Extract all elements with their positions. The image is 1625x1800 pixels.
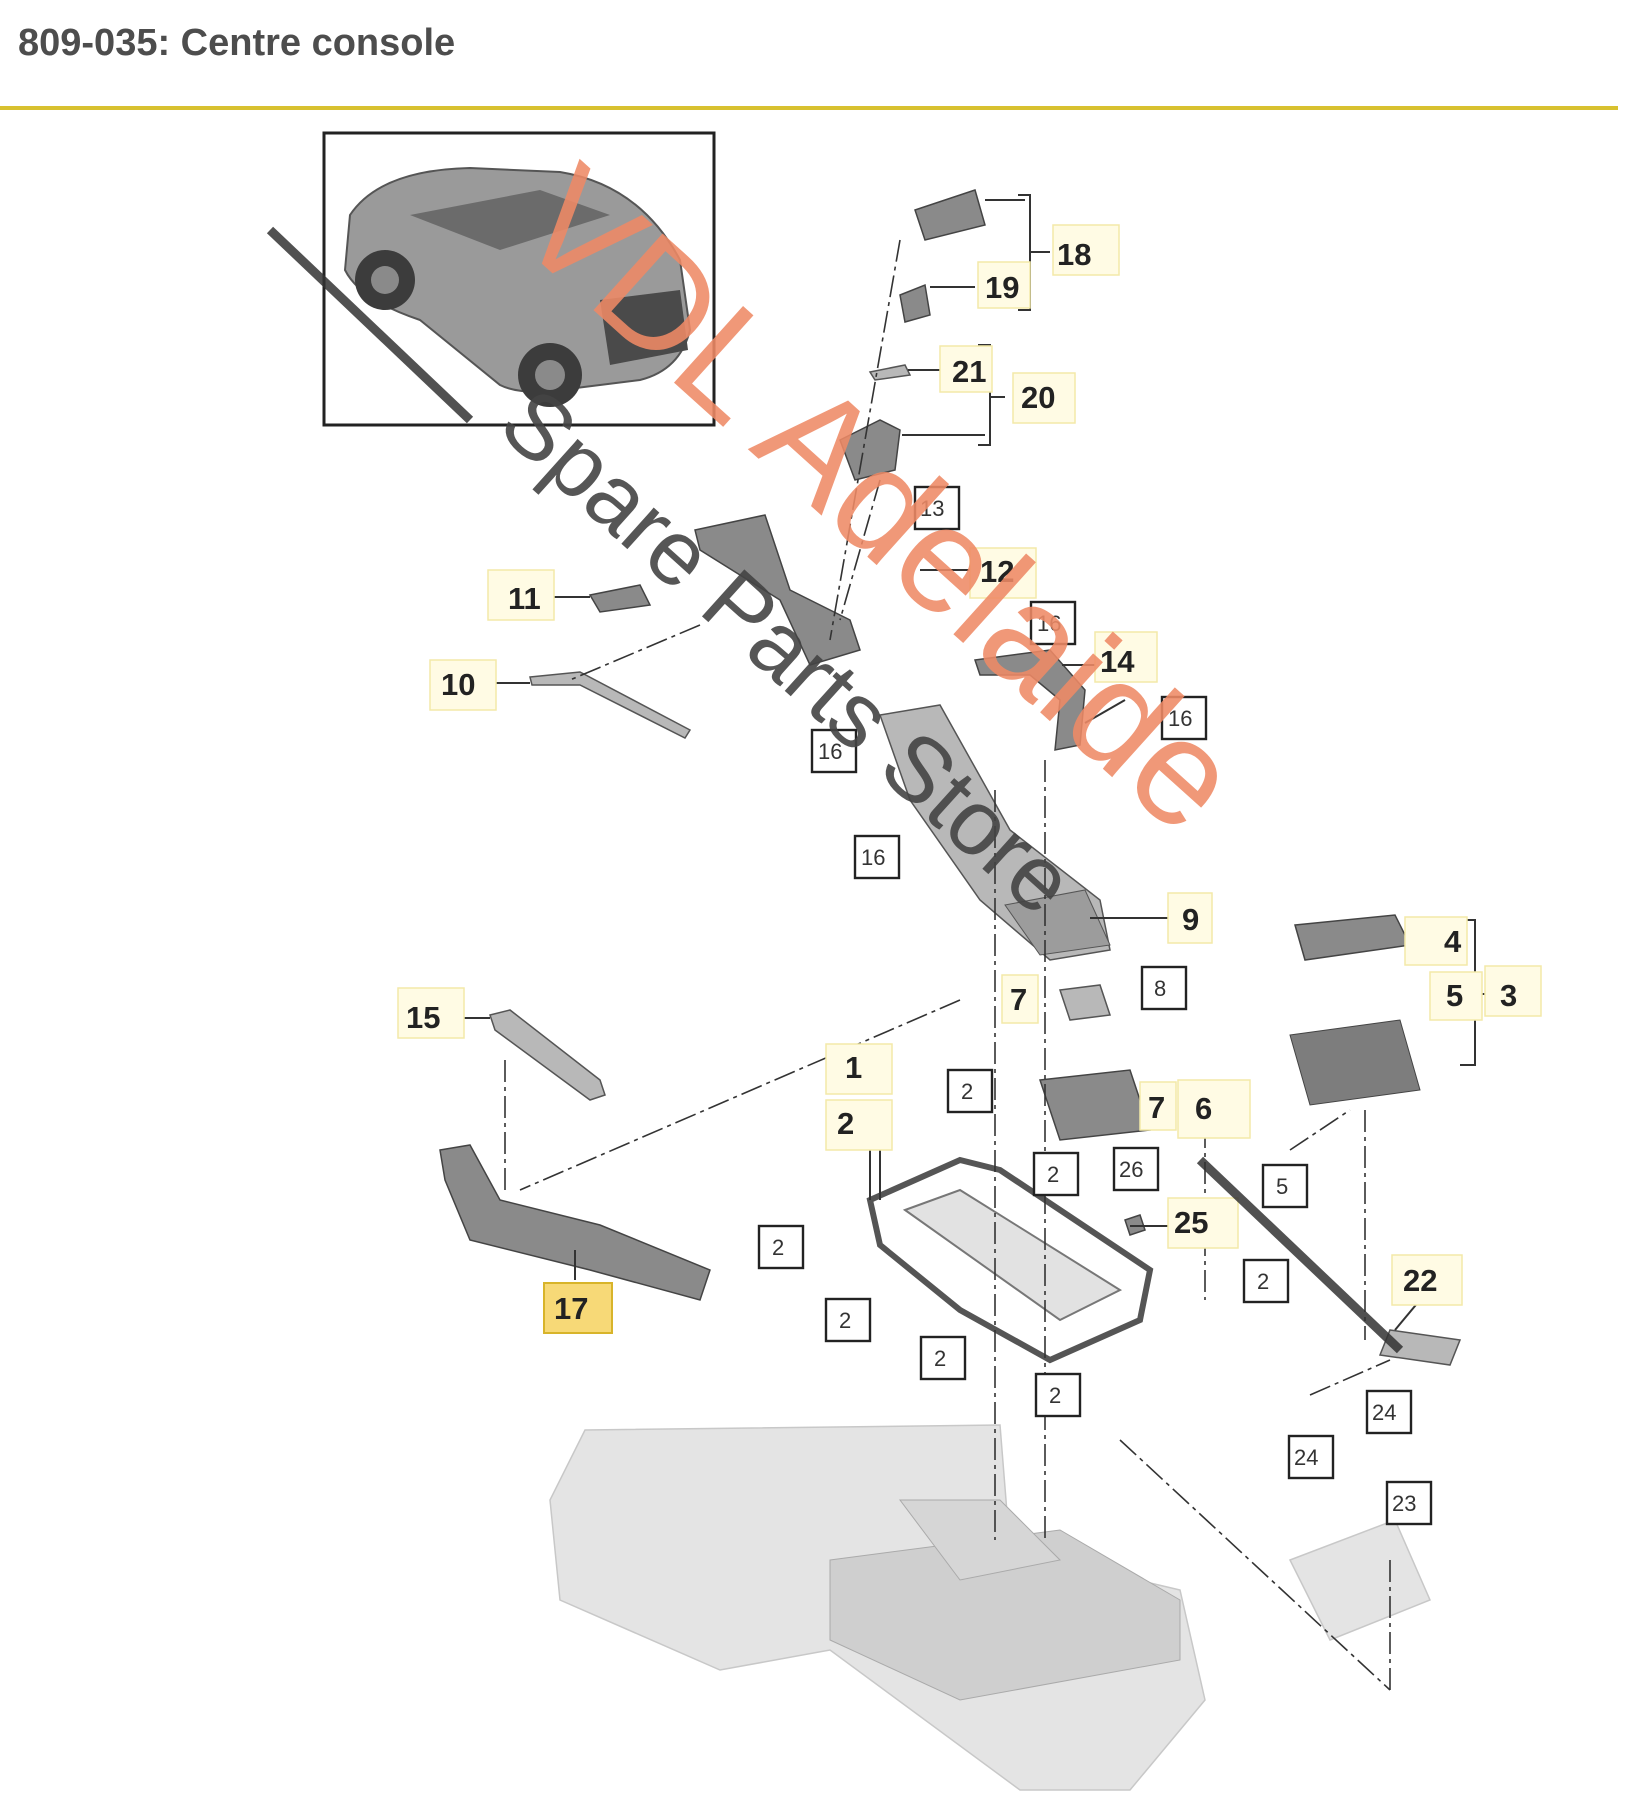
callout-6[interactable]: 6 — [1177, 1079, 1251, 1139]
svg-text:2: 2 — [1049, 1383, 1061, 1408]
page-title: 809-035: Centre console — [18, 22, 456, 64]
box-callout-24-a[interactable]: 24 — [1365, 1389, 1413, 1435]
svg-text:16: 16 — [818, 739, 842, 764]
callout-7[interactable]: 7 — [1001, 974, 1039, 1024]
box-callout-24-b[interactable]: 24 — [1287, 1434, 1335, 1480]
box-callout-13[interactable]: 13 — [913, 485, 961, 531]
box-callout-2-g[interactable]: 2 — [1034, 1372, 1082, 1418]
svg-text:26: 26 — [1119, 1157, 1143, 1182]
svg-text:2: 2 — [934, 1346, 946, 1371]
box-callout-16-b[interactable]: 16 — [1160, 695, 1208, 741]
svg-text:2: 2 — [1047, 1162, 1059, 1187]
box-callout-16-c[interactable]: 16 — [810, 728, 858, 774]
callout-9[interactable]: 9 — [1167, 892, 1213, 944]
callout-14[interactable]: 14 — [1094, 631, 1158, 683]
svg-text:2: 2 — [961, 1079, 973, 1104]
svg-text:14: 14 — [1100, 644, 1135, 679]
box-callout-8[interactable]: 8 — [1140, 965, 1188, 1011]
car-thumbnail-icon — [343, 166, 692, 407]
callout-18[interactable]: 18 — [1052, 224, 1120, 276]
svg-text:2: 2 — [772, 1235, 784, 1260]
box-callout-2-b[interactable]: 2 — [1032, 1151, 1080, 1197]
box-callout-2-d[interactable]: 2 — [1242, 1258, 1290, 1304]
box-callout-16-a[interactable]: 16 — [1029, 600, 1077, 646]
title-rule — [0, 106, 1618, 110]
svg-text:2: 2 — [1257, 1269, 1269, 1294]
svg-text:24: 24 — [1372, 1400, 1396, 1425]
svg-text:2: 2 — [839, 1308, 851, 1333]
box-callout-16-d[interactable]: 16 — [853, 834, 901, 880]
callout-21[interactable]: 21 — [939, 345, 993, 393]
svg-text:10: 10 — [441, 667, 475, 702]
svg-text:4: 4 — [1444, 924, 1462, 959]
box-callout-5[interactable]: 5 — [1261, 1163, 1309, 1209]
svg-text:12: 12 — [980, 554, 1014, 589]
box-callout-2-a[interactable]: 2 — [946, 1068, 994, 1114]
svg-text:5: 5 — [1276, 1174, 1288, 1199]
svg-text:19: 19 — [985, 270, 1019, 305]
callout-17-highlighted[interactable]: 17 — [543, 1282, 613, 1334]
box-callout-2-c[interactable]: 2 — [757, 1224, 805, 1270]
callout-7-alt[interactable]: 7 — [1139, 1081, 1177, 1131]
callout-19[interactable]: 19 — [977, 261, 1031, 309]
svg-text:13: 13 — [920, 496, 944, 521]
callout-10[interactable]: 10 — [429, 659, 497, 711]
svg-text:16: 16 — [861, 845, 885, 870]
console-assembly-ghost — [549, 1424, 1431, 1791]
svg-text:9: 9 — [1182, 902, 1199, 937]
callout-12[interactable]: 12 — [969, 547, 1037, 599]
svg-text:1: 1 — [845, 1050, 862, 1085]
box-callout-26[interactable]: 26 — [1112, 1146, 1160, 1192]
callout-4[interactable]: 4 — [1404, 916, 1468, 966]
callout-11[interactable]: 11 — [487, 569, 555, 621]
svg-text:11: 11 — [508, 581, 541, 616]
svg-text:17: 17 — [554, 1291, 588, 1326]
svg-text:18: 18 — [1057, 237, 1091, 272]
svg-text:7: 7 — [1010, 982, 1027, 1017]
svg-text:22: 22 — [1403, 1263, 1437, 1298]
svg-text:16: 16 — [1037, 611, 1061, 636]
svg-text:21: 21 — [952, 354, 986, 389]
svg-text:24: 24 — [1294, 1445, 1318, 1470]
svg-text:2: 2 — [837, 1106, 854, 1141]
callout-3[interactable]: 3 — [1484, 965, 1542, 1017]
callout-5[interactable]: 5 — [1429, 971, 1483, 1021]
svg-text:5: 5 — [1446, 978, 1463, 1013]
svg-text:7: 7 — [1148, 1090, 1165, 1125]
callout-2[interactable]: 2 — [825, 1099, 893, 1151]
svg-text:25: 25 — [1174, 1205, 1208, 1240]
callout-15[interactable]: 15 — [397, 987, 465, 1039]
callout-1[interactable]: 1 — [825, 1043, 893, 1095]
box-callout-2-f[interactable]: 2 — [919, 1335, 967, 1381]
callout-25[interactable]: 25 — [1167, 1197, 1239, 1249]
svg-text:8: 8 — [1154, 976, 1166, 1001]
callout-20[interactable]: 20 — [1012, 372, 1076, 424]
svg-text:23: 23 — [1392, 1491, 1416, 1516]
svg-text:16: 16 — [1168, 706, 1192, 731]
box-callout-23[interactable]: 23 — [1385, 1480, 1433, 1526]
box-callout-2-e[interactable]: 2 — [824, 1297, 872, 1343]
vehicle-thumbnail — [322, 131, 716, 427]
svg-text:6: 6 — [1195, 1091, 1212, 1126]
svg-text:15: 15 — [406, 1000, 440, 1035]
callout-22[interactable]: 22 — [1391, 1254, 1463, 1306]
svg-text:20: 20 — [1021, 380, 1055, 415]
svg-text:3: 3 — [1500, 978, 1517, 1013]
